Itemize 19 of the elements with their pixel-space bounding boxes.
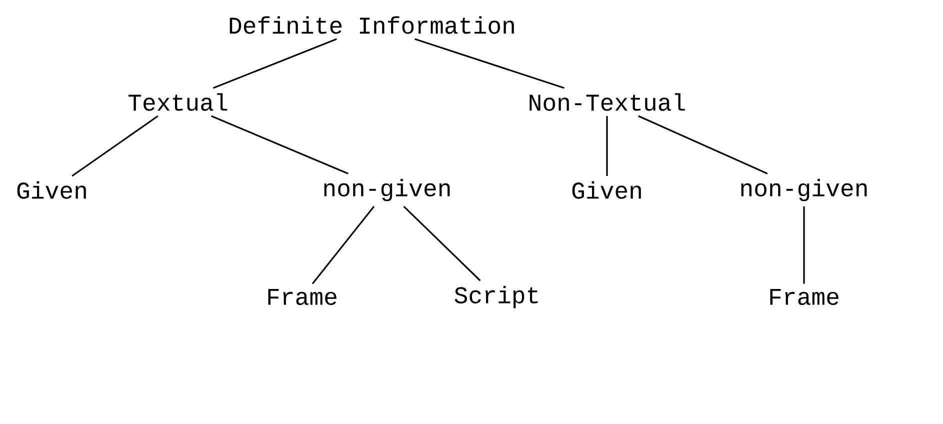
node-label: Frame [770,288,838,306]
tree-line [803,206,805,284]
tree-line [403,206,481,282]
tree-line [638,115,768,174]
node-label: Given [17,181,86,199]
node-label: Frame [268,288,336,306]
tree-line [72,115,158,177]
node-label: Definite Information [230,16,514,34]
tree-line [210,115,348,174]
node-label: Script [454,286,538,308]
tree-line [312,206,375,284]
tree-line [213,38,338,89]
node-label: non-given [741,178,867,202]
node-label: Textual [128,93,228,111]
tree-line [414,38,564,89]
node-label: non-given [324,178,450,202]
node-label: Given [572,181,641,199]
node-label: Non-Textual [530,93,685,111]
tree-line [606,116,608,176]
